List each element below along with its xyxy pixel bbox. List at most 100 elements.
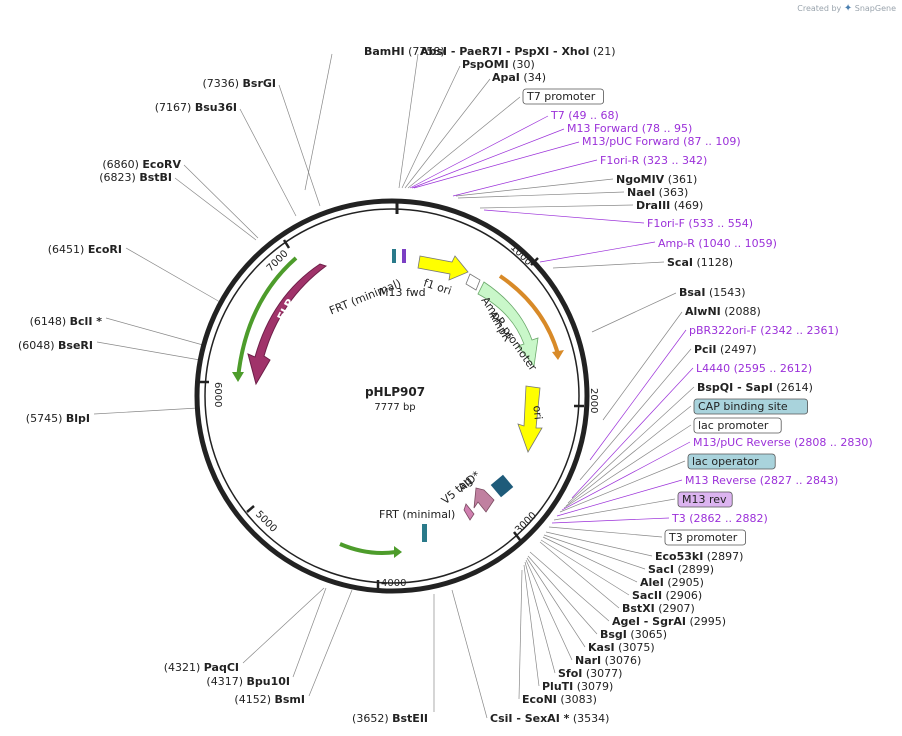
site-label-bstbi: (6823) BstBI xyxy=(99,171,172,184)
tick-label-2000: 2000 xyxy=(588,388,599,413)
feature-v5-tag-arrow xyxy=(463,503,475,521)
site-label-alwni: AlwNI (2088) xyxy=(685,305,761,318)
site-label-bspqi-sapi: BspQI - SapI (2614) xyxy=(697,381,813,394)
leader-line xyxy=(518,569,523,700)
leader-line xyxy=(527,555,598,635)
site-label-bamhi: BamHI (7758) xyxy=(364,45,445,58)
snapgene-brand: Created by ✦ SnapGene xyxy=(797,3,896,14)
feature-flp-label: FLP xyxy=(275,297,297,323)
leader-line xyxy=(567,386,695,504)
feature-box-bg xyxy=(693,417,782,434)
feature-orange-arc xyxy=(498,274,560,355)
feature-box-bg xyxy=(687,453,776,470)
leader-line xyxy=(559,460,686,513)
site-label-eco53ki: Eco53kI (2897) xyxy=(655,550,743,563)
plasmid-backbone xyxy=(194,198,590,594)
site-label-blpi: (5745) BlpI xyxy=(26,412,90,425)
leader-line xyxy=(183,164,259,239)
leader-line xyxy=(525,559,573,661)
site-label-bsu36i: (7167) Bsu36I xyxy=(155,101,237,114)
leader-line xyxy=(553,498,676,521)
tick-label-1000: 1000 xyxy=(508,242,534,268)
leader-line xyxy=(602,311,683,421)
leader-line xyxy=(413,141,580,189)
site-label-ngomiv: NgoMIV (361) xyxy=(616,173,697,186)
leader-line xyxy=(278,84,321,207)
feature-box-t7-promoter: T7 promoter xyxy=(526,90,596,103)
feature-small-marker-2 xyxy=(402,249,406,263)
site-label-pbr322ori-f: pBR322ori-F (2342 .. 2361) xyxy=(689,324,839,337)
leader-line xyxy=(591,292,677,333)
leader-line xyxy=(105,317,204,346)
leader-line xyxy=(542,536,638,583)
leader-line xyxy=(398,53,419,189)
feature-box-cap-binding-site: CAP binding site xyxy=(698,400,788,413)
site-label-t3: T3 (2862 .. 2882) xyxy=(671,512,768,525)
leader-line xyxy=(552,261,665,269)
brand-created-by: Created by xyxy=(797,4,842,13)
site-label-bsgi: BsgI (3065) xyxy=(600,628,667,641)
leader-line xyxy=(125,247,221,303)
feature-flp-arrow xyxy=(247,263,328,386)
leader-line xyxy=(540,539,630,596)
site-label-csii-sexai: CsiI - SexAI * (3534) xyxy=(490,712,609,725)
leader-line xyxy=(545,531,653,557)
site-label-bsteii: (3652) BstEII xyxy=(352,712,428,725)
site-label-f1ori-f: F1ori-F (533 .. 554) xyxy=(647,217,753,230)
label-leader-lines xyxy=(93,53,695,719)
feature-box-lac-promoter: lac promoter xyxy=(698,419,769,432)
leader-line xyxy=(551,517,670,524)
feature-ampr-arrow xyxy=(477,281,539,367)
leader-line xyxy=(401,65,461,189)
tick-label-5000: 5000 xyxy=(253,509,279,535)
leader-line xyxy=(561,441,691,511)
plasmid-size: 7777 bp xyxy=(374,402,415,413)
feature-box-bg xyxy=(677,491,733,508)
leader-line xyxy=(93,407,199,415)
feature-frt-left-arrow xyxy=(236,256,298,379)
site-label-bsmi: (4152) BsmI xyxy=(234,693,305,706)
site-label-bcli: (6148) BclI * xyxy=(30,315,103,328)
site-label-t7: T7 (49 .. 68) xyxy=(550,109,619,122)
feature-m13fwd-label: M13 fwd xyxy=(379,286,426,299)
feature-box-bg xyxy=(522,88,604,105)
leader-line xyxy=(455,178,614,197)
leader-line xyxy=(242,587,325,664)
feature-box-bg xyxy=(664,529,746,546)
site-label-pluti: PluTI (3079) xyxy=(542,680,613,693)
feature-frt-bottom-marker xyxy=(422,524,427,542)
feature-box-lac-operator: lac operator xyxy=(692,455,759,468)
leader-line xyxy=(479,204,634,209)
feature-ampr-promoter-arrow xyxy=(465,273,481,291)
leader-line xyxy=(539,541,620,609)
site-label-naei: NaeI (363) xyxy=(627,186,688,199)
leader-line xyxy=(411,128,565,189)
tick-label-6000: 6000 xyxy=(212,382,223,407)
site-label-paqci: (4321) PaqCI xyxy=(164,661,239,674)
site-labels: BamHI (7758)AbsI - PaeR7I - PspXI - XhoI… xyxy=(18,45,873,725)
leader-line xyxy=(292,587,327,678)
site-label-f1ori-r: F1ori-R (323 .. 342) xyxy=(600,154,707,167)
leader-line xyxy=(556,479,683,517)
site-label-bstxi: BstXI (2907) xyxy=(622,602,695,615)
leader-line xyxy=(404,78,491,189)
site-label-ecorv: (6860) EcoRV xyxy=(102,158,181,171)
site-label-apai: ApaI (34) xyxy=(492,71,546,84)
leader-line xyxy=(565,405,692,507)
site-label-draiii: DraIII (469) xyxy=(636,199,703,212)
tick-label-4000: 4000 xyxy=(381,578,406,589)
leader-line xyxy=(409,115,549,189)
site-label-sacii: SacII (2906) xyxy=(632,589,702,602)
leader-line xyxy=(457,191,625,199)
site-label-absi-paer7i-pspxi-xhoi: AbsI - PaeR7I - PspXI - XhoI (21) xyxy=(420,45,615,58)
site-label-pcii: PciI (2497) xyxy=(694,343,757,356)
site-label-ecori: (6451) EcoRI xyxy=(48,243,122,256)
site-label-alei: AleI (2905) xyxy=(640,576,704,589)
site-label-bpu10i: (4317) Bpu10I xyxy=(206,675,290,688)
feature-aid-arrow xyxy=(473,487,495,513)
site-label-nari: NarI (3076) xyxy=(575,654,641,667)
feature-box-bg xyxy=(693,398,808,415)
feature-ori-label: ori xyxy=(530,405,544,421)
feature-frt-bottom-arrow xyxy=(339,542,397,555)
